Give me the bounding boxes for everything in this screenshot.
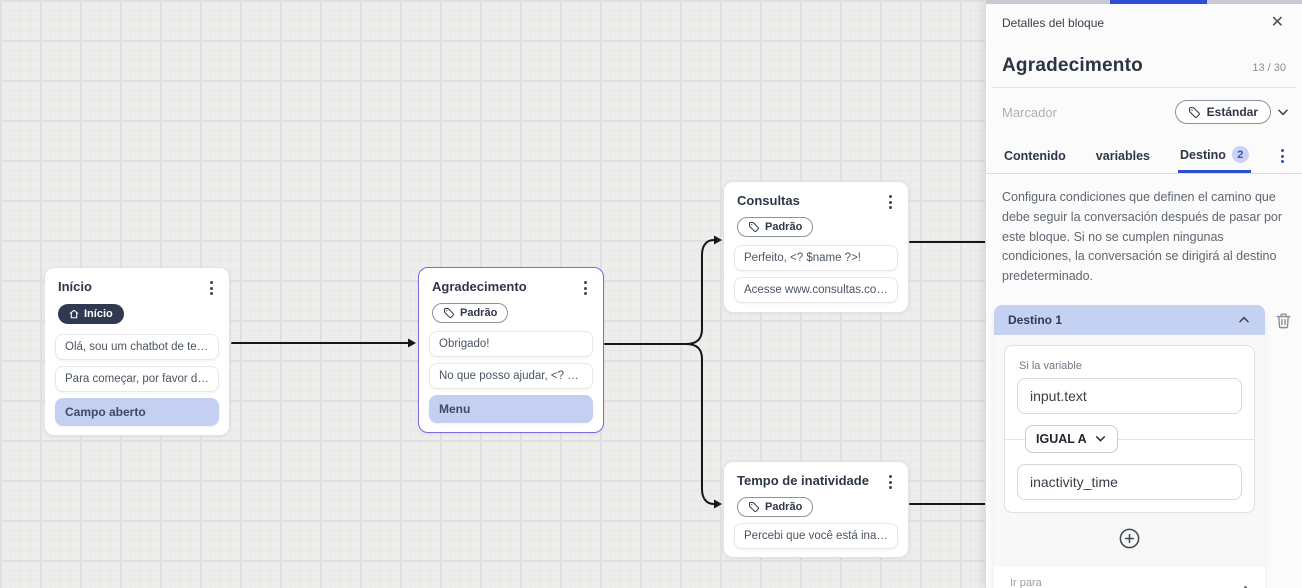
tab-destino-label: Destino xyxy=(1180,147,1226,162)
destino-count-badge: 2 xyxy=(1231,146,1249,163)
goto-label: Ir para xyxy=(1010,576,1042,588)
panel-title: Detalles del bloque xyxy=(1002,16,1105,30)
condition-label: Si la variable xyxy=(1019,359,1082,372)
home-icon xyxy=(69,309,79,319)
goto-section[interactable]: Ir para Falta del tiempo xyxy=(994,566,1265,588)
open-field-row[interactable]: Campo aberto xyxy=(55,398,219,426)
tabs-menu-icon[interactable] xyxy=(1277,147,1288,173)
tag-icon xyxy=(749,222,760,233)
panel-top-tab-indicator xyxy=(1110,0,1207,4)
message-row[interactable]: Obrigado! xyxy=(429,331,593,357)
message-row[interactable]: No que posso ajudar, <? $name ... xyxy=(429,363,593,389)
tag-icon xyxy=(444,308,455,319)
chevron-down-icon[interactable] xyxy=(1276,105,1290,119)
node-title: Início xyxy=(58,279,92,294)
tag-icon xyxy=(1188,106,1200,118)
marker-value: Estándar xyxy=(1206,105,1258,119)
variable-input[interactable] xyxy=(1017,377,1242,414)
tag-pill: Padrão xyxy=(737,217,814,237)
panel-tabs: Contenido variables Destino 2 xyxy=(986,134,1302,174)
block-name[interactable]: Agradecimento xyxy=(1002,55,1143,76)
chevron-down-icon xyxy=(1095,436,1105,442)
destination-description: Configura condiciones que definen el cam… xyxy=(1002,190,1283,283)
message-row[interactable]: Perfeito, <? $name ?>! xyxy=(734,245,898,271)
tab-destino[interactable]: Destino 2 xyxy=(1178,140,1251,173)
node-tempo-inatividade[interactable]: Tempo de inatividade Padrão Percebi que … xyxy=(723,461,909,558)
arrowhead xyxy=(714,235,722,245)
tag-pill: Padrão xyxy=(432,303,509,323)
start-badge: Início xyxy=(58,304,124,324)
message-row[interactable]: Acesse www.consultas.com par... xyxy=(734,277,898,303)
destination-card: Destino 1 Si la variable IGUAL A xyxy=(994,304,1265,588)
marker-placeholder[interactable]: Marcador xyxy=(1002,104,1057,120)
tag-label: Padrão xyxy=(765,501,803,513)
node-menu-icon[interactable] xyxy=(580,279,591,297)
message-row[interactable]: Percebi que você está inativo. C... xyxy=(734,523,898,549)
close-icon[interactable]: ✕ xyxy=(1270,14,1284,31)
char-counter: 13 / 30 xyxy=(1252,62,1286,74)
connector-branch-consultas xyxy=(685,239,715,345)
node-title: Tempo de inatividade xyxy=(737,473,869,488)
tag-pill: Padrão xyxy=(737,497,814,517)
block-details-panel: Detalles del bloque ✕ Agradecimento 13 /… xyxy=(985,0,1302,588)
tab-variables[interactable]: variables xyxy=(1095,149,1151,163)
goto-menu-icon[interactable] xyxy=(1240,584,1251,588)
divider xyxy=(992,87,1296,88)
node-agradecimento[interactable]: Agradecimento Padrão Obrigado! No que po… xyxy=(418,267,604,433)
start-badge-label: Início xyxy=(84,308,113,320)
node-menu-icon[interactable] xyxy=(206,279,217,297)
message-row[interactable]: Olá, sou um chatbot de teste! xyxy=(55,334,219,360)
panel-top-strip xyxy=(986,0,1302,4)
tag-label: Padrão xyxy=(460,307,498,319)
message-row[interactable]: Para começar, por favor digite o ... xyxy=(55,366,219,392)
destination-accordion-header[interactable]: Destino 1 xyxy=(994,304,1265,335)
trash-icon[interactable] xyxy=(1274,311,1293,588)
menu-row[interactable]: Menu xyxy=(429,395,593,423)
node-menu-icon[interactable] xyxy=(885,473,896,491)
chevron-up-icon[interactable] xyxy=(1237,313,1251,327)
tag-icon xyxy=(749,502,760,513)
operator-dropdown[interactable]: IGUAL A xyxy=(1025,424,1118,453)
flow-canvas[interactable]: Início Início Olá, sou um chatbot de tes… xyxy=(0,0,985,588)
tag-label: Padrão xyxy=(765,221,803,233)
condition-card: Si la variable IGUAL A xyxy=(1004,344,1255,513)
operator-value: IGUAL A xyxy=(1036,431,1087,446)
node-title: Agradecimento xyxy=(432,279,527,294)
compare-value-input[interactable] xyxy=(1017,463,1242,500)
node-title: Consultas xyxy=(737,193,800,208)
connector-branch-tempo xyxy=(685,343,715,505)
marker-pill[interactable]: Estándar xyxy=(1174,100,1271,124)
node-consultas[interactable]: Consultas Padrão Perfeito, <? $name ?>! … xyxy=(723,181,909,313)
destination-title: Destino 1 xyxy=(1008,312,1063,327)
tab-contenido[interactable]: Contenido xyxy=(1004,149,1066,163)
add-condition-icon[interactable] xyxy=(1118,527,1141,555)
node-inicio[interactable]: Início Início Olá, sou um chatbot de tes… xyxy=(44,267,230,436)
node-menu-icon[interactable] xyxy=(885,193,896,211)
arrowhead xyxy=(714,499,722,509)
arrowhead xyxy=(408,338,416,348)
